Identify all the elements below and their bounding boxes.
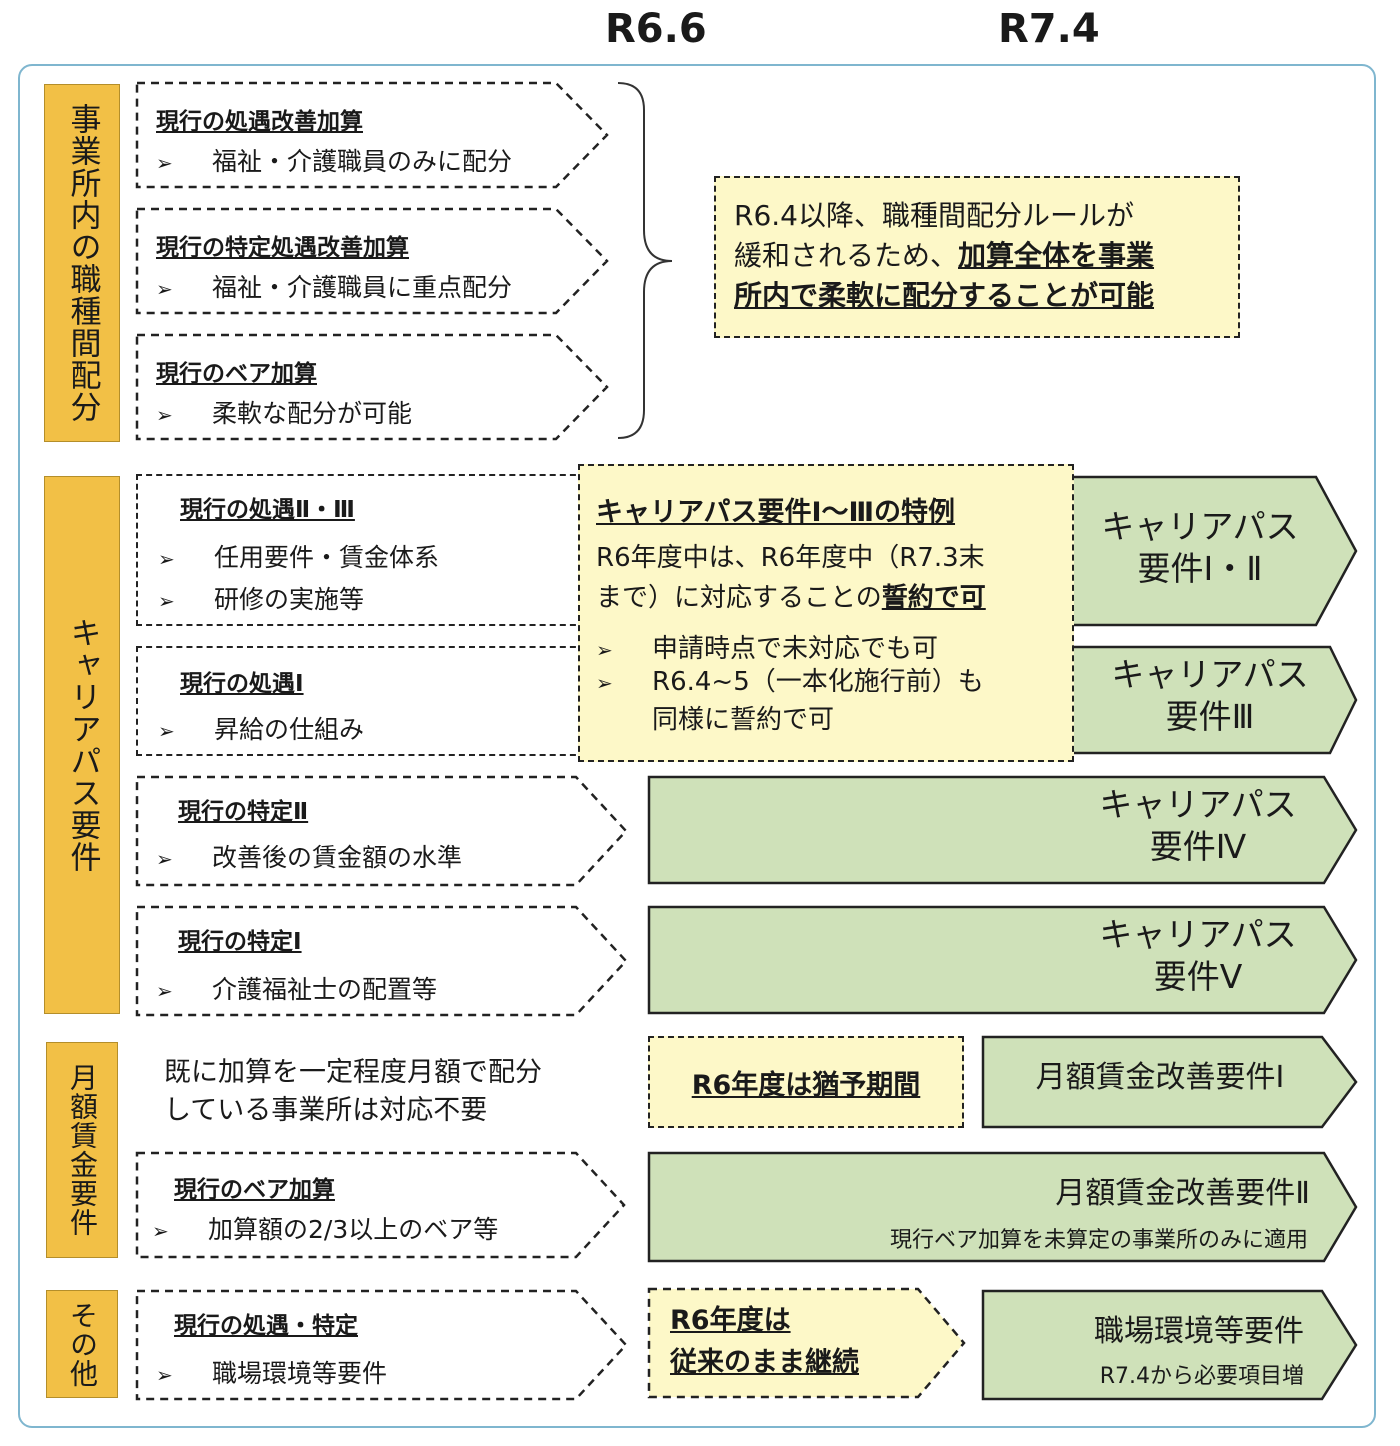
special-title: キャリアパス要件Ⅰ～Ⅲの特例 <box>596 497 956 528</box>
box-title: 現行のベア加算 <box>156 361 317 387</box>
arrow-sublabel: R7.4から必要項目増 <box>1099 1364 1304 1389</box>
box-shogu-1: 現行の処遇Ⅰ ➢昇給の仕組み <box>136 646 586 756</box>
label-getsugaku: 月額賃金要件 <box>46 1042 118 1258</box>
label-shokushu: 事業所内の職種間配分 <box>44 84 120 442</box>
list-item: ➢研修の実施等 <box>158 585 365 614</box>
box-bea-kasan: 現行のベア加算 ➢柔軟な配分が可能 <box>135 333 609 441</box>
list-item: ➢R6.4~5（一本化施行前）も同様に誓約で可 <box>596 667 984 735</box>
box-career-special: キャリアパス要件Ⅰ～Ⅲの特例 R6年度中は、R6年度中（R7.3末 まで）に対応… <box>578 464 1074 762</box>
box-shogu-kaizen: 現行の処遇改善加算 ➢福祉・介護職員のみに配分 <box>135 81 609 189</box>
box-title: 現行のベア加算 <box>174 1177 335 1203</box>
arrow-workplace: 職場環境等要件 R7.4から必要項目増 <box>981 1289 1358 1401</box>
box-bea-2-3: 現行のベア加算 ➢加算額の2/3以上のベア等 <box>135 1151 626 1259</box>
box-title: 現行の特定Ⅰ <box>178 929 302 955</box>
box-continue: R6年度は 従来のまま継続 <box>647 1287 966 1399</box>
box-shogu-tokutei: 現行の処遇・特定 ➢職場環境等要件 <box>135 1289 628 1401</box>
list-item: ➢福祉・介護職員に重点配分 <box>156 273 513 302</box>
list-item: ➢昇給の仕組み <box>158 715 365 744</box>
list-item: ➢改善後の賃金額の水準 <box>156 843 463 872</box>
diagram-frame <box>18 64 1376 1428</box>
arrow-career-1-2: キャリアパス要件Ⅰ・Ⅱ <box>1039 475 1358 627</box>
list-item: ➢加算額の2/3以上のベア等 <box>152 1215 499 1244</box>
arrow-career-5: キャリアパス要件Ⅴ <box>647 905 1358 1015</box>
list-item: ➢任用要件・賃金体系 <box>158 543 440 572</box>
box-title: 現行の処遇・特定 <box>174 1313 358 1339</box>
arrow-career-3: キャリアパス要件Ⅲ <box>1039 645 1358 755</box>
box-tokutei-1: 現行の特定Ⅰ ➢介護福祉士の配置等 <box>135 905 628 1017</box>
note-text: R6.4以降、職種間配分ルールが 緩和されるため、加算全体を事業 所内で柔軟に配… <box>734 199 1155 312</box>
continue-text: R6年度は 従来のまま継続 <box>670 1305 859 1378</box>
box-title: 現行の特定処遇改善加算 <box>156 235 409 261</box>
box-title: 現行の処遇Ⅱ・Ⅲ <box>180 497 355 523</box>
box-tokutei-2: 現行の特定Ⅱ ➢改善後の賃金額の水準 <box>135 775 628 887</box>
list-item: ➢申請時点で未対応でも可 <box>596 634 939 664</box>
box-title: 現行の処遇改善加算 <box>156 109 363 135</box>
arrow-label: キャリアパス要件Ⅰ・Ⅱ <box>1101 507 1299 588</box>
note-box-flexible: R6.4以降、職種間配分ルールが 緩和されるため、加算全体を事業 所内で柔軟に配… <box>714 176 1240 338</box>
header-r6-6: R6.6 <box>605 6 707 52</box>
arrow-label: 月額賃金改善要件Ⅰ <box>1035 1060 1285 1095</box>
list-item: ➢柔軟な配分が可能 <box>156 399 413 428</box>
list-item: ➢介護福祉士の配置等 <box>156 975 438 1004</box>
arrow-label: キャリアパス要件Ⅲ <box>1111 655 1309 736</box>
arrow-label: 月額賃金改善要件Ⅱ <box>1055 1176 1310 1211</box>
box-title: 現行の特定Ⅱ <box>178 799 309 825</box>
box-title: 現行の処遇Ⅰ <box>180 671 304 697</box>
special-text: R6年度中は、R6年度中（R7.3末 まで）に対応することの誓約で可 <box>596 543 986 613</box>
box-shogu-2-3: 現行の処遇Ⅱ・Ⅲ ➢任用要件・賃金体系 ➢研修の実施等 <box>136 474 586 626</box>
arrow-label: 職場環境等要件 <box>1094 1314 1304 1349</box>
header-r7-4: R7.4 <box>998 6 1100 52</box>
curly-brace <box>617 82 673 439</box>
label-sonota: その他 <box>46 1290 118 1398</box>
arrow-career-4: キャリアパス要件Ⅳ <box>647 775 1358 885</box>
arrow-label: キャリアパス要件Ⅴ <box>1099 915 1297 996</box>
arrow-sublabel: 現行ベア加算を未算定の事業所のみに適用 <box>889 1228 1308 1253</box>
label-career: キャリアパス要件 <box>44 476 120 1014</box>
arrow-getsugaku-2: 月額賃金改善要件Ⅱ 現行ベア加算を未算定の事業所のみに適用 <box>647 1151 1358 1263</box>
arrow-label: キャリアパス要件Ⅳ <box>1099 785 1297 866</box>
arrow-getsugaku-1: 月額賃金改善要件Ⅰ <box>981 1035 1358 1129</box>
box-tokutei-shogu: 現行の特定処遇改善加算 ➢福祉・介護職員に重点配分 <box>135 207 609 315</box>
box-grace-period: R6年度は猶予期間 <box>648 1036 964 1128</box>
list-item: ➢職場環境等要件 <box>156 1359 388 1388</box>
no-action-text: 既に加算を一定程度月額で配分 している事業所は対応不要 <box>164 1057 542 1126</box>
list-item: ➢福祉・介護職員のみに配分 <box>156 147 513 176</box>
